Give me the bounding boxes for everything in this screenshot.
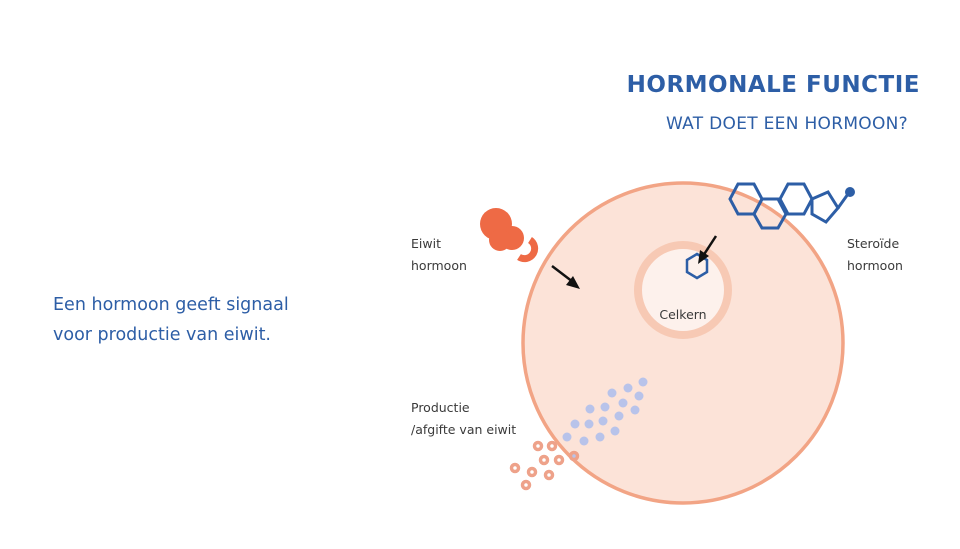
arrow-icon bbox=[551, 265, 580, 289]
label-productie-line-1: Productie bbox=[411, 400, 470, 415]
label-eiwit-line-2: hormoon bbox=[411, 258, 467, 273]
label-productie-line-2: /afgifte van eiwit bbox=[411, 422, 517, 437]
steroid-molecule-dot bbox=[845, 187, 855, 197]
statement-line-2: voor productie van eiwit. bbox=[53, 325, 271, 345]
statement-text: Een hormoon geeft signaal voor productie… bbox=[53, 290, 353, 350]
label-eiwit-hormoon: Eiwit hormoon bbox=[411, 233, 467, 277]
vesicles bbox=[562, 377, 648, 461]
statement-line-1: Een hormoon geeft signaal bbox=[53, 295, 289, 315]
label-eiwit-line-1: Eiwit bbox=[411, 236, 441, 251]
steroid-in-nucleus-icon bbox=[685, 252, 709, 280]
protein-hormone-icon bbox=[480, 208, 524, 251]
nucleus bbox=[634, 241, 732, 339]
label-productie: Productie /afgifte van eiwit bbox=[411, 397, 516, 441]
page-subtitle: WAT DOET EEN HORMOON? bbox=[665, 114, 908, 134]
secreted-proteins bbox=[509, 440, 580, 491]
label-steroide-hormoon: Steroïde hormoon bbox=[847, 233, 903, 277]
arrow-icon bbox=[698, 235, 718, 264]
label-steroide-line-1: Steroïde bbox=[847, 236, 900, 251]
steroid-molecule-icon bbox=[728, 182, 850, 230]
page-title: HORMONALE FUNCTIE bbox=[626, 72, 920, 98]
label-steroide-line-2: hormoon bbox=[847, 258, 903, 273]
receptor-icon bbox=[517, 237, 539, 263]
label-celkern: Celkern bbox=[659, 307, 707, 322]
